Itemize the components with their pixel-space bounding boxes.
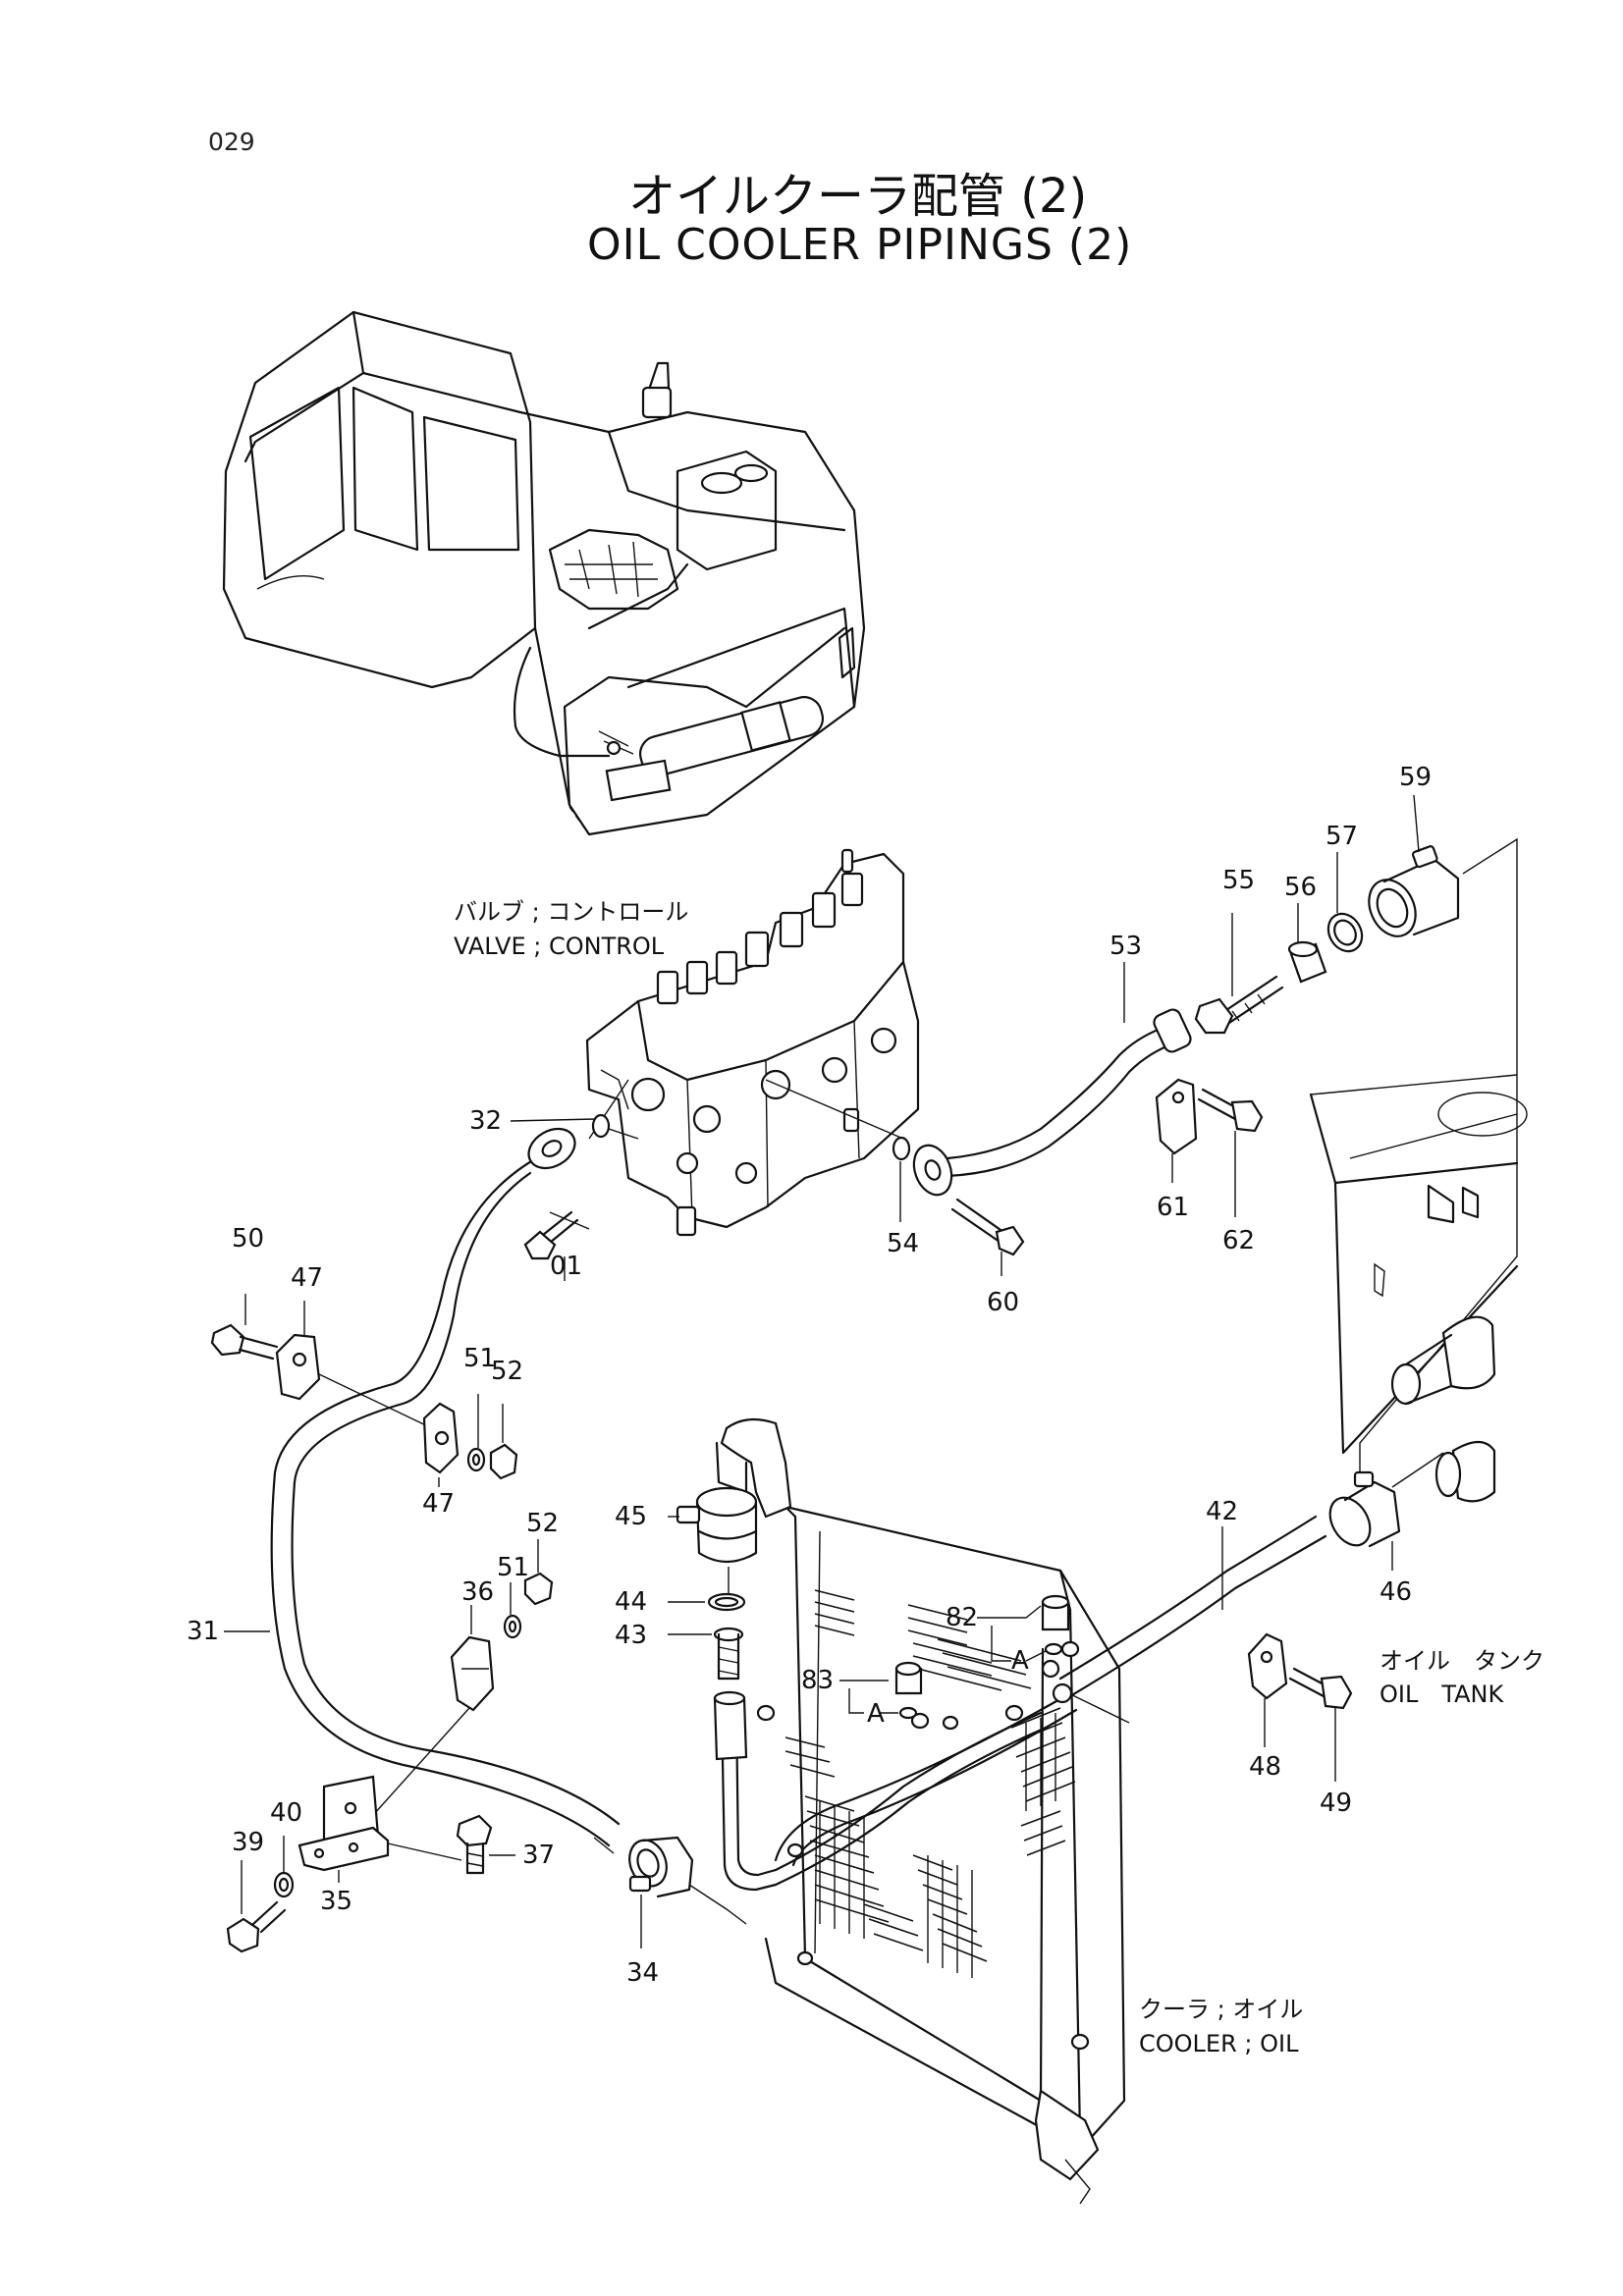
part-number-39: 39 <box>232 1828 264 1857</box>
o-ring-82a <box>1044 1642 1063 1656</box>
part-number-47a: 47 <box>291 1263 323 1293</box>
oil-cooler-illustration <box>713 1417 1126 2205</box>
part-number-35: 35 <box>320 1887 352 1916</box>
clamp-36 <box>364 1635 495 1825</box>
washer-40 <box>273 1871 295 1898</box>
part-number-50: 50 <box>232 1224 264 1254</box>
detail-a-2: A <box>867 1699 885 1729</box>
oil-tank-label-jp: オイル タンク <box>1380 1647 1544 1675</box>
part-number-48: 48 <box>1249 1752 1281 1782</box>
oil-tank-label-en: OIL TANK <box>1380 1681 1505 1708</box>
bolt-62 <box>1197 1088 1264 1133</box>
part-number-43: 43 <box>615 1621 647 1650</box>
bolt-39 <box>226 1900 287 1953</box>
band-34 <box>628 1836 747 1925</box>
part-number-61: 61 <box>1157 1193 1189 1222</box>
part-number-57: 57 <box>1325 822 1358 851</box>
leader-a1b <box>1025 1650 1047 1662</box>
bolt-49 <box>1288 1667 1353 1710</box>
part-number-52a: 52 <box>491 1357 523 1386</box>
plug-82 <box>1041 1594 1070 1631</box>
clamp-48 <box>1247 1632 1288 1700</box>
part-number-46: 46 <box>1380 1577 1412 1607</box>
fitting-43 <box>713 1627 744 1681</box>
nut-52-lower <box>523 1572 554 1606</box>
title-japanese: オイルクーラ配管 (2) <box>628 169 1088 224</box>
part-number-54: 54 <box>887 1229 919 1258</box>
part-number-37: 37 <box>522 1841 555 1870</box>
part-number-59: 59 <box>1399 763 1432 792</box>
bolt-37 <box>456 1814 515 1875</box>
plug-83 <box>894 1661 923 1695</box>
collar-56 <box>1287 940 1327 984</box>
part-number-51b: 51 <box>497 1553 529 1582</box>
part-number-45: 45 <box>615 1502 647 1531</box>
bolt-01 <box>523 1210 590 1260</box>
part-number-32: 32 <box>469 1106 502 1136</box>
valve-label-en: VALVE ; CONTROL <box>454 933 665 960</box>
o-ring-32 <box>591 1113 611 1139</box>
band-46 <box>1328 1452 1444 1548</box>
part-number-40: 40 <box>270 1798 302 1828</box>
leader-82 <box>977 1605 1042 1619</box>
washer-51-lower <box>503 1614 522 1639</box>
part-number-36: 36 <box>461 1577 494 1607</box>
hose-31 <box>270 1127 621 1854</box>
o-ring-83a <box>898 1706 918 1720</box>
washer-51-upper <box>466 1447 486 1472</box>
clamp-47-upper <box>275 1333 433 1429</box>
part-number-47b: 47 <box>422 1489 455 1519</box>
part-number-62: 62 <box>1222 1226 1255 1255</box>
part-number-82: 82 <box>946 1603 978 1632</box>
hose-53 <box>912 1008 1192 1197</box>
excavator-overview-illustration <box>222 310 866 836</box>
title-english: OIL COOLER PIPINGS (2) <box>587 220 1133 270</box>
band-59 <box>1368 845 1460 937</box>
part-number-53: 53 <box>1109 932 1142 961</box>
part-number-01: 01 <box>550 1252 582 1281</box>
cooler-label-jp: クーラ ; オイル <box>1139 1996 1303 2023</box>
part-number-labels: 32 01 50 47 51 52 47 52 51 36 31 40 39 3… <box>187 763 1432 1988</box>
part-number-49: 49 <box>1320 1789 1352 1818</box>
part-number-83: 83 <box>801 1666 834 1695</box>
clip-57 <box>1326 912 1364 953</box>
clamp-47-lower <box>422 1402 460 1474</box>
leader-a1 <box>991 1626 1011 1662</box>
o-ring-44 <box>707 1592 746 1612</box>
leader-59 <box>1413 794 1420 853</box>
valve-label-jp: バルブ ; コントロール <box>454 898 688 926</box>
part-number-42: 42 <box>1206 1497 1238 1526</box>
o-ring-54 <box>892 1136 911 1161</box>
part-number-51a: 51 <box>463 1344 496 1373</box>
leader-32 <box>510 1118 596 1122</box>
control-valve-illustration <box>585 848 920 1237</box>
part-number-60: 60 <box>987 1288 1019 1317</box>
bracket-35 <box>298 1775 462 1872</box>
part-number-34: 34 <box>626 1958 659 1988</box>
bolt-50 <box>210 1323 279 1361</box>
clamp-61 <box>1155 1078 1198 1155</box>
bolt-55 <box>1194 975 1284 1035</box>
part-number-52b: 52 <box>526 1509 559 1538</box>
band-45 <box>676 1486 758 1602</box>
part-number-56: 56 <box>1284 873 1317 902</box>
cooler-label-en: COOLER ; OIL <box>1139 2030 1299 2057</box>
nut-52-upper <box>489 1443 518 1480</box>
oil-tank-illustration <box>1309 837 1528 1503</box>
page-number: 029 <box>208 128 255 156</box>
detail-a-1: A <box>1011 1646 1029 1676</box>
part-number-55: 55 <box>1222 866 1255 895</box>
part-number-31: 31 <box>187 1617 219 1646</box>
bolt-60 <box>950 1198 1025 1256</box>
leader-a2 <box>848 1688 864 1714</box>
part-number-44: 44 <box>615 1587 647 1617</box>
